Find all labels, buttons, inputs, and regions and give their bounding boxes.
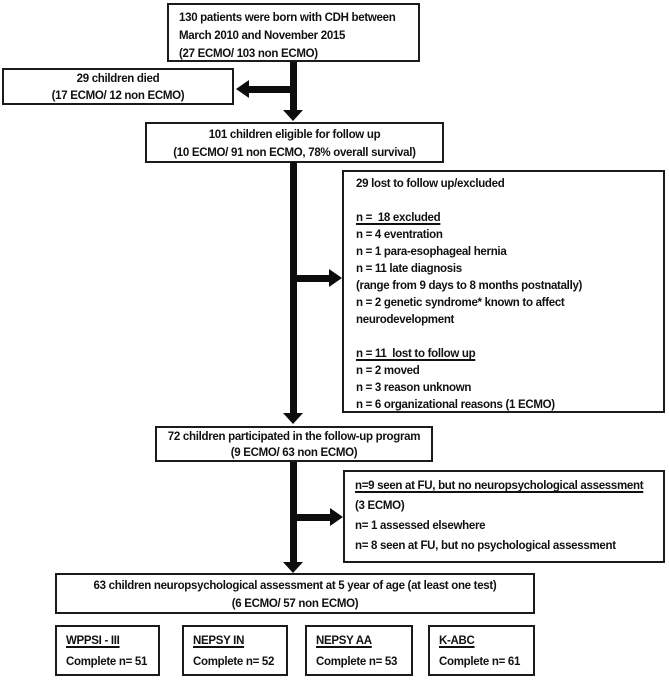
- lost-blank-line: [356, 193, 663, 210]
- fu-no-assessment-header: n=9 seen at FU, but no neuropsychologica…: [355, 480, 644, 492]
- box-children-died: 29 children died (17 ECMO/ 12 non ECMO): [2, 68, 234, 105]
- initial-cohort-line: March 2010 and November 2015: [179, 30, 346, 42]
- test-complete-count: Complete n= 51: [66, 656, 148, 668]
- test-complete-count: Complete n= 61: [439, 656, 521, 668]
- box-test-nepsy-in: NEPSY IN Complete n= 52: [182, 625, 288, 676]
- lost-excluded-subheader: n = 18 excluded: [356, 212, 441, 224]
- lost-followup-subheader: n = 11 lost to follow up: [356, 348, 476, 360]
- lost-item: n = 6 organizational reasons (1 ECMO): [356, 399, 555, 411]
- box-neuropsych-assessment: 63 children neuropsychological assessmen…: [55, 573, 535, 614]
- arrowhead-right-icon: [330, 508, 343, 526]
- box-initial-cohort: 130 patients were born with CDH between …: [167, 3, 420, 62]
- arrowhead-down-icon: [283, 413, 303, 424]
- lost-item: n = 3 reason unknown: [356, 382, 472, 394]
- box-fu-no-assessment: n=9 seen at FU, but no neuropsychologica…: [343, 470, 665, 563]
- lost-item: neurodevelopment: [356, 314, 455, 326]
- initial-cohort-line: 130 patients were born with CDH between: [179, 12, 396, 24]
- test-complete-count: Complete n= 52: [193, 656, 275, 668]
- eligible-line: 101 children eligible for follow up: [208, 129, 381, 141]
- assessment-line: 63 children neuropsychological assessmen…: [93, 580, 497, 592]
- lost-item: n = 11 late diagnosis: [356, 263, 462, 275]
- lost-item: n = 2 moved: [356, 365, 420, 377]
- arrow-initial-to-eligible-line: [290, 62, 297, 110]
- participated-line: 72 children participated in the follow-u…: [167, 431, 421, 443]
- arrow-branch-to-fu-no-assessment-line: [293, 514, 330, 521]
- children-died-line: 29 children died: [76, 73, 160, 85]
- lost-header: 29 lost to follow up/excluded: [356, 178, 505, 190]
- arrow-participated-to-assessment-line: [290, 462, 297, 563]
- lost-item: (range from 9 days to 8 months postnatal…: [356, 280, 583, 292]
- box-test-nepsy-aa: NEPSY AA Complete n= 53: [305, 625, 413, 676]
- test-name: NEPSY IN: [193, 635, 245, 647]
- arrowhead-down-icon: [283, 110, 303, 121]
- participated-line: (9 ECMO/ 63 non ECMO): [230, 447, 358, 459]
- lost-item: n = 4 eventration: [356, 229, 443, 241]
- lost-item: n = 1 para-esophageal hernia: [356, 246, 507, 258]
- fu-no-assessment-line: n= 8 seen at FU, but no psychological as…: [355, 540, 616, 552]
- children-died-line: (17 ECMO/ 12 non ECMO): [51, 90, 185, 102]
- fu-no-assessment-line: (3 ECMO): [355, 500, 405, 512]
- arrow-eligible-to-participated-line: [290, 162, 297, 414]
- box-test-kabc: K-ABC Complete n= 61: [428, 625, 535, 676]
- arrow-branch-to-lost-line: [293, 275, 329, 282]
- test-complete-count: Complete n= 53: [316, 656, 398, 668]
- lost-blank-line: [356, 329, 663, 346]
- box-lost-excluded: 29 lost to follow up/excluded n = 18 exc…: [342, 170, 665, 413]
- test-name: WPPSI - III: [66, 635, 120, 647]
- arrowhead-down-icon: [283, 562, 303, 573]
- lost-item: n = 2 genetic syndrome* known to affect: [356, 297, 565, 309]
- arrowhead-right-icon: [329, 269, 342, 287]
- fu-no-assessment-line: n= 1 assessed elsewhere: [355, 520, 486, 532]
- eligible-line: (10 ECMO/ 91 non ECMO, 78% overall survi…: [173, 147, 416, 159]
- test-name: K-ABC: [439, 635, 475, 647]
- assessment-line: (6 ECMO/ 57 non ECMO): [231, 598, 359, 610]
- initial-cohort-line: (27 ECMO/ 103 non ECMO): [179, 48, 318, 60]
- box-test-wppsi: WPPSI - III Complete n= 51: [55, 625, 160, 676]
- box-eligible-followup: 101 children eligible for follow up (10 …: [145, 122, 444, 163]
- arrowhead-left-icon: [236, 80, 249, 98]
- arrow-branch-to-died-line: [249, 86, 293, 93]
- box-participated-followup: 72 children participated in the follow-u…: [155, 426, 433, 462]
- test-name: NEPSY AA: [316, 635, 372, 647]
